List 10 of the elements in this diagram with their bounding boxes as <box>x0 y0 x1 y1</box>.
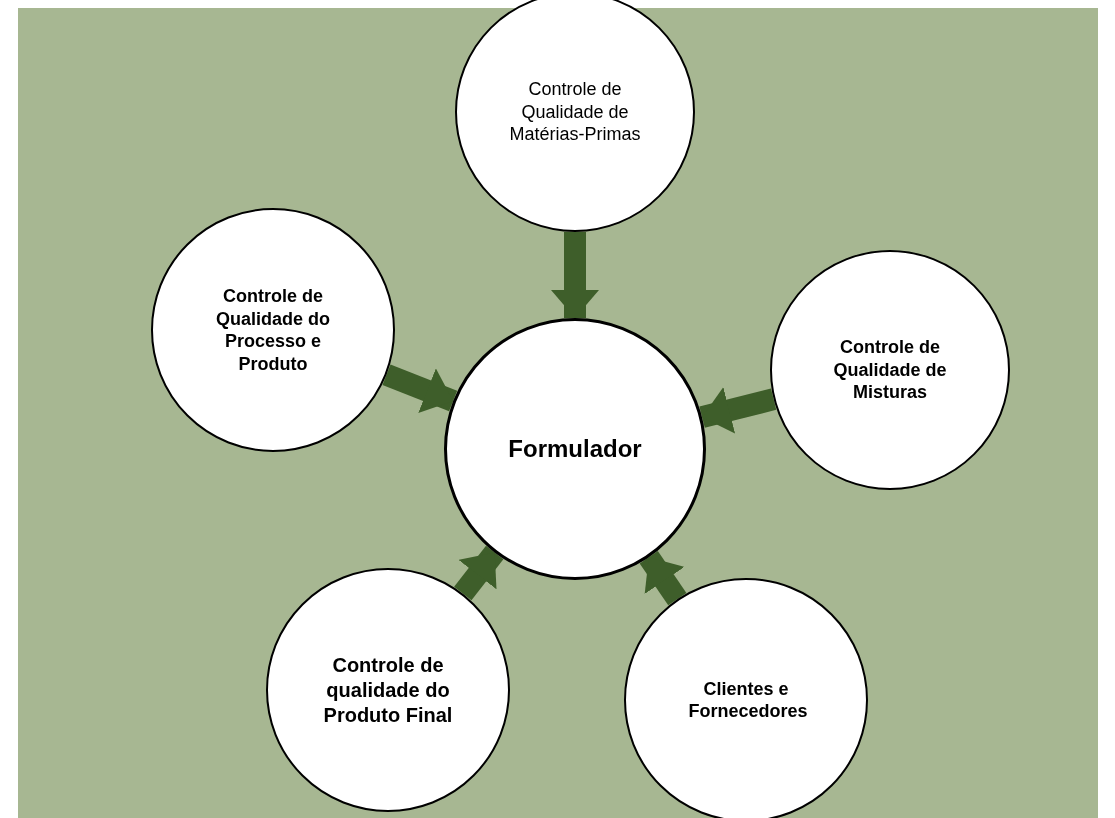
node-label: Controle de Qualidade de Misturas <box>832 336 948 404</box>
block-arrow <box>382 364 458 414</box>
node-label: Controle de Qualidade do Processo e Produto <box>215 285 331 375</box>
block-arrow <box>699 387 777 434</box>
block-arrow <box>639 551 687 606</box>
block-arrow <box>454 545 504 601</box>
block-arrow <box>551 232 599 318</box>
node-label: Controle de qualidade do Produto Final <box>322 652 454 728</box>
node-label: Controle de Qualidade de Matérias-Primas <box>508 78 642 146</box>
node-label: Formulador <box>508 434 642 464</box>
